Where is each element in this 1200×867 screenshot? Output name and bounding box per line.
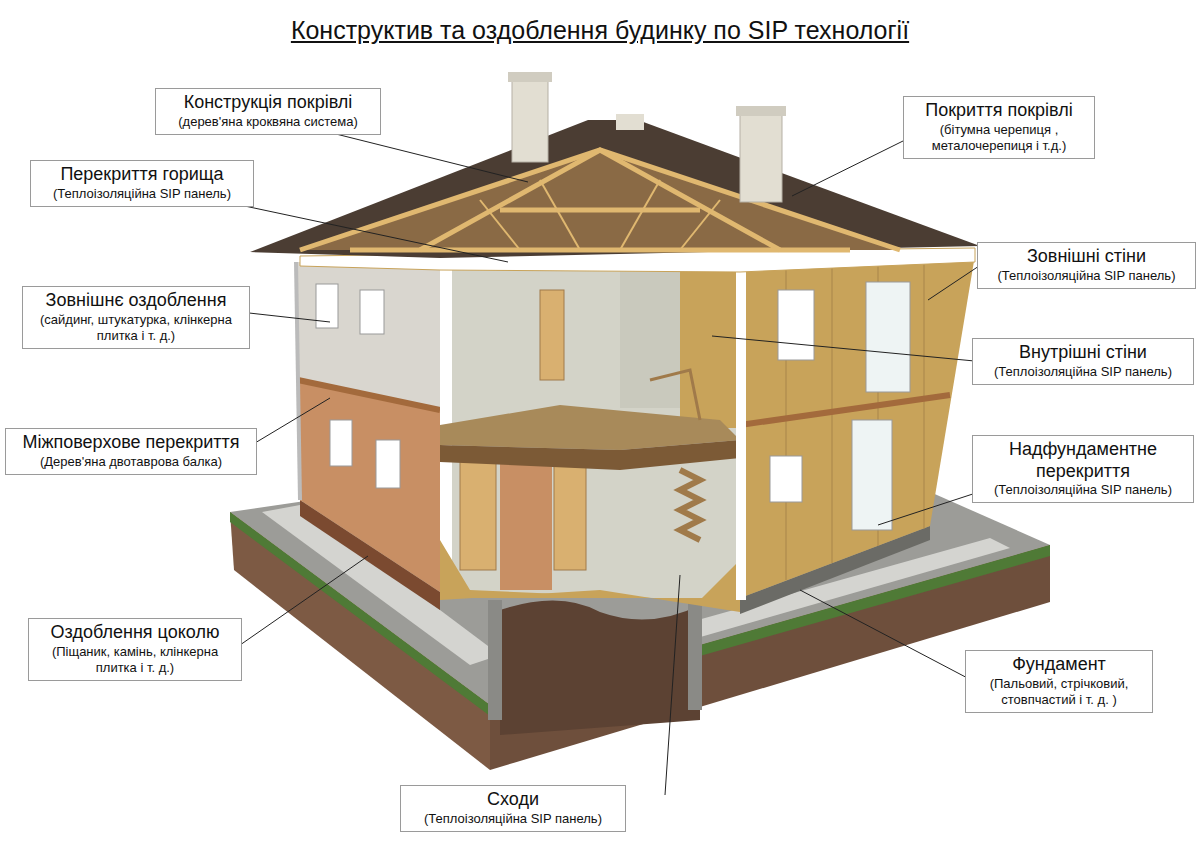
- pile: [488, 600, 502, 720]
- chimney: [512, 78, 548, 162]
- floor-panel: [440, 540, 740, 600]
- window: [330, 420, 352, 466]
- callout-note: (Теплоізоляційна SIP панель): [984, 268, 1189, 284]
- stairs: [680, 470, 700, 540]
- callout-note: (Пальовий, стрічковий, стовпчастий і т. …: [972, 676, 1146, 709]
- i-beam: [440, 440, 740, 470]
- floor-slab: [440, 405, 740, 450]
- callout-heading: Сходи: [407, 789, 619, 811]
- chimney-cap: [736, 106, 786, 116]
- callout-note: (Теплоізоляційна SIP панель): [979, 482, 1187, 498]
- callout-heading: Внутрішні стіни: [979, 342, 1187, 364]
- callout-box: Перекриття горища(Теплоізоляційна SIP па…: [30, 160, 254, 207]
- callout-note: (Теплоізоляційна SIP панель): [407, 811, 619, 827]
- battens: [480, 180, 720, 250]
- wall-section: [736, 268, 746, 600]
- chimney: [616, 114, 644, 130]
- door: [540, 290, 564, 380]
- callout-note: (дерев'яна кроквяна система): [162, 114, 374, 130]
- window: [770, 456, 802, 502]
- callout-note: (сайдинг, штукатурка, клінкерна плитка і…: [29, 312, 243, 345]
- chimney: [740, 112, 782, 202]
- attic-slab: [300, 248, 975, 272]
- roof: [250, 120, 980, 258]
- callout-heading: Міжповерхове перекриття: [12, 432, 250, 454]
- callout-heading: Перекриття горища: [37, 164, 247, 186]
- callout-heading: Надфундаментне перекриття: [979, 439, 1187, 482]
- window: [376, 440, 400, 488]
- callout-note: (Дерев'яна двотаврова балка): [12, 454, 250, 470]
- window: [866, 282, 910, 392]
- floor-beam: [298, 380, 440, 410]
- callout-note: (бітумна черепиця , металочерепиця і т.д…: [910, 122, 1088, 155]
- diagram-title: Конструктив та оздоблення будинку по SIP…: [0, 16, 1200, 45]
- pile: [688, 600, 702, 710]
- callout-box: Конструкція покрівлі(дерев'яна кроквяна …: [155, 88, 381, 135]
- window: [852, 420, 892, 530]
- callout-heading: Оздоблення цоколю: [35, 622, 235, 644]
- callout-box: Фундамент(Пальовий, стрічковий, стовпчас…: [965, 650, 1153, 713]
- callout-box: Внутрішні стіни(Теплоізоляційна SIP пане…: [972, 338, 1194, 385]
- callout-heading: Фундамент: [972, 654, 1146, 676]
- floor-beam: [740, 395, 950, 425]
- sip-wall: [740, 255, 975, 598]
- sip-panel: [680, 268, 740, 428]
- stair-rail: [650, 370, 700, 420]
- brick-column: [500, 450, 552, 590]
- callout-note: (Піщаник, камінь, клінкерна плитка і т. …: [35, 644, 235, 677]
- callout-heading: Зовнішні стіни: [984, 246, 1189, 268]
- window: [360, 290, 384, 334]
- callout-box: Покриття покрівлі(бітумна черепиця , мет…: [903, 96, 1095, 159]
- interior-wall: [620, 268, 680, 408]
- callout-box: Оздоблення цоколю(Піщаник, камінь, клінк…: [28, 618, 242, 681]
- brick-wall: [298, 380, 440, 592]
- callout-box: Сходи(Теплоізоляційна SIP панель): [400, 785, 626, 832]
- callout-heading: Покриття покрівлі: [910, 100, 1088, 122]
- callout-box: Міжповерхове перекриття(Дерев'яна двотав…: [5, 428, 257, 475]
- callout-heading: Конструкція покрівлі: [162, 92, 374, 114]
- callout-note: (Теплоізоляційна SIP панель): [979, 364, 1187, 380]
- callout-note: (Теплоізоляційна SIP панель): [37, 186, 247, 202]
- callout-heading: Зовнішнє оздоблення: [29, 290, 243, 312]
- chimney-cap: [508, 72, 552, 82]
- door: [554, 460, 586, 570]
- callout-box: Зовнішнє оздоблення(сайдинг, штукатурка,…: [22, 286, 250, 349]
- callout-box: Зовнішні стіни(Теплоізоляційна SIP панел…: [977, 242, 1196, 289]
- roof-cut: [300, 150, 900, 250]
- interior-wall: [440, 268, 740, 598]
- door: [460, 460, 496, 570]
- rafters: [300, 150, 900, 250]
- callout-box: Надфундаментне перекриття(Теплоізоляційн…: [972, 435, 1194, 503]
- window: [778, 290, 814, 360]
- leader-lines: [230, 125, 985, 795]
- downpipe: [296, 262, 300, 500]
